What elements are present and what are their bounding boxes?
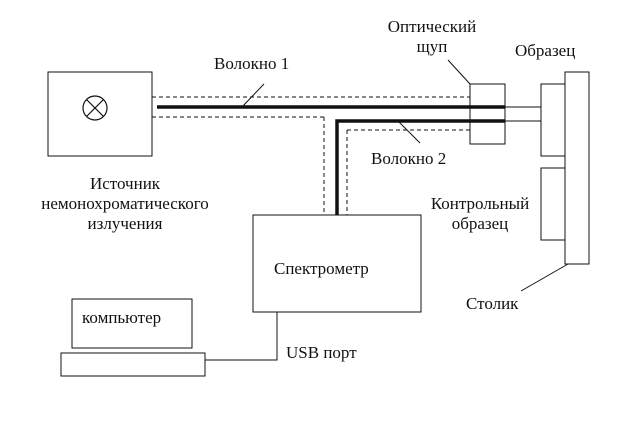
probe-leader (447, 59, 471, 85)
control-sample-box (540, 167, 566, 241)
fiber-2 (335, 119, 505, 215)
computer-monitor (71, 298, 193, 349)
optical-probe-label-line2: щуп (416, 37, 448, 56)
optical-probe-label: Оптический щуп (372, 17, 492, 57)
fiber2-leader (397, 120, 421, 144)
spectrometer-label: Спектрометр (274, 259, 369, 278)
lamp-symbol-icon (82, 95, 108, 121)
stage-leader (520, 263, 569, 292)
control-sample-label-line1: Контрольный (430, 194, 530, 213)
fiber-2-label: Волокно 2 (371, 149, 447, 168)
stage-label: Столик (466, 294, 519, 313)
stage-table (564, 71, 590, 265)
optical-probe-label-line1: Оптический (387, 17, 477, 36)
spectrometer-box (252, 214, 422, 313)
source-label: Источник немонохроматического излучения (20, 174, 230, 234)
computer-label: компьютер (82, 308, 162, 327)
optical-probe (469, 83, 506, 145)
usb-cable (205, 312, 278, 361)
sample-label: Образец (515, 41, 576, 60)
fiber-1 (152, 96, 505, 215)
source-label-line3: излучения (87, 214, 163, 233)
fiber1-leader (241, 83, 265, 108)
control-sample-label: Контрольный образец (420, 194, 540, 234)
source-label-line1: Источник (89, 174, 161, 193)
computer-keyboard (60, 352, 206, 377)
sample-box (540, 83, 566, 157)
control-sample-label-line2: образец (451, 214, 509, 233)
usb-port-label: USB порт (286, 343, 357, 362)
source-box (47, 71, 153, 157)
fiber-1-label: Волокно 1 (214, 54, 290, 73)
source-label-line2: немонохроматического (41, 194, 209, 213)
